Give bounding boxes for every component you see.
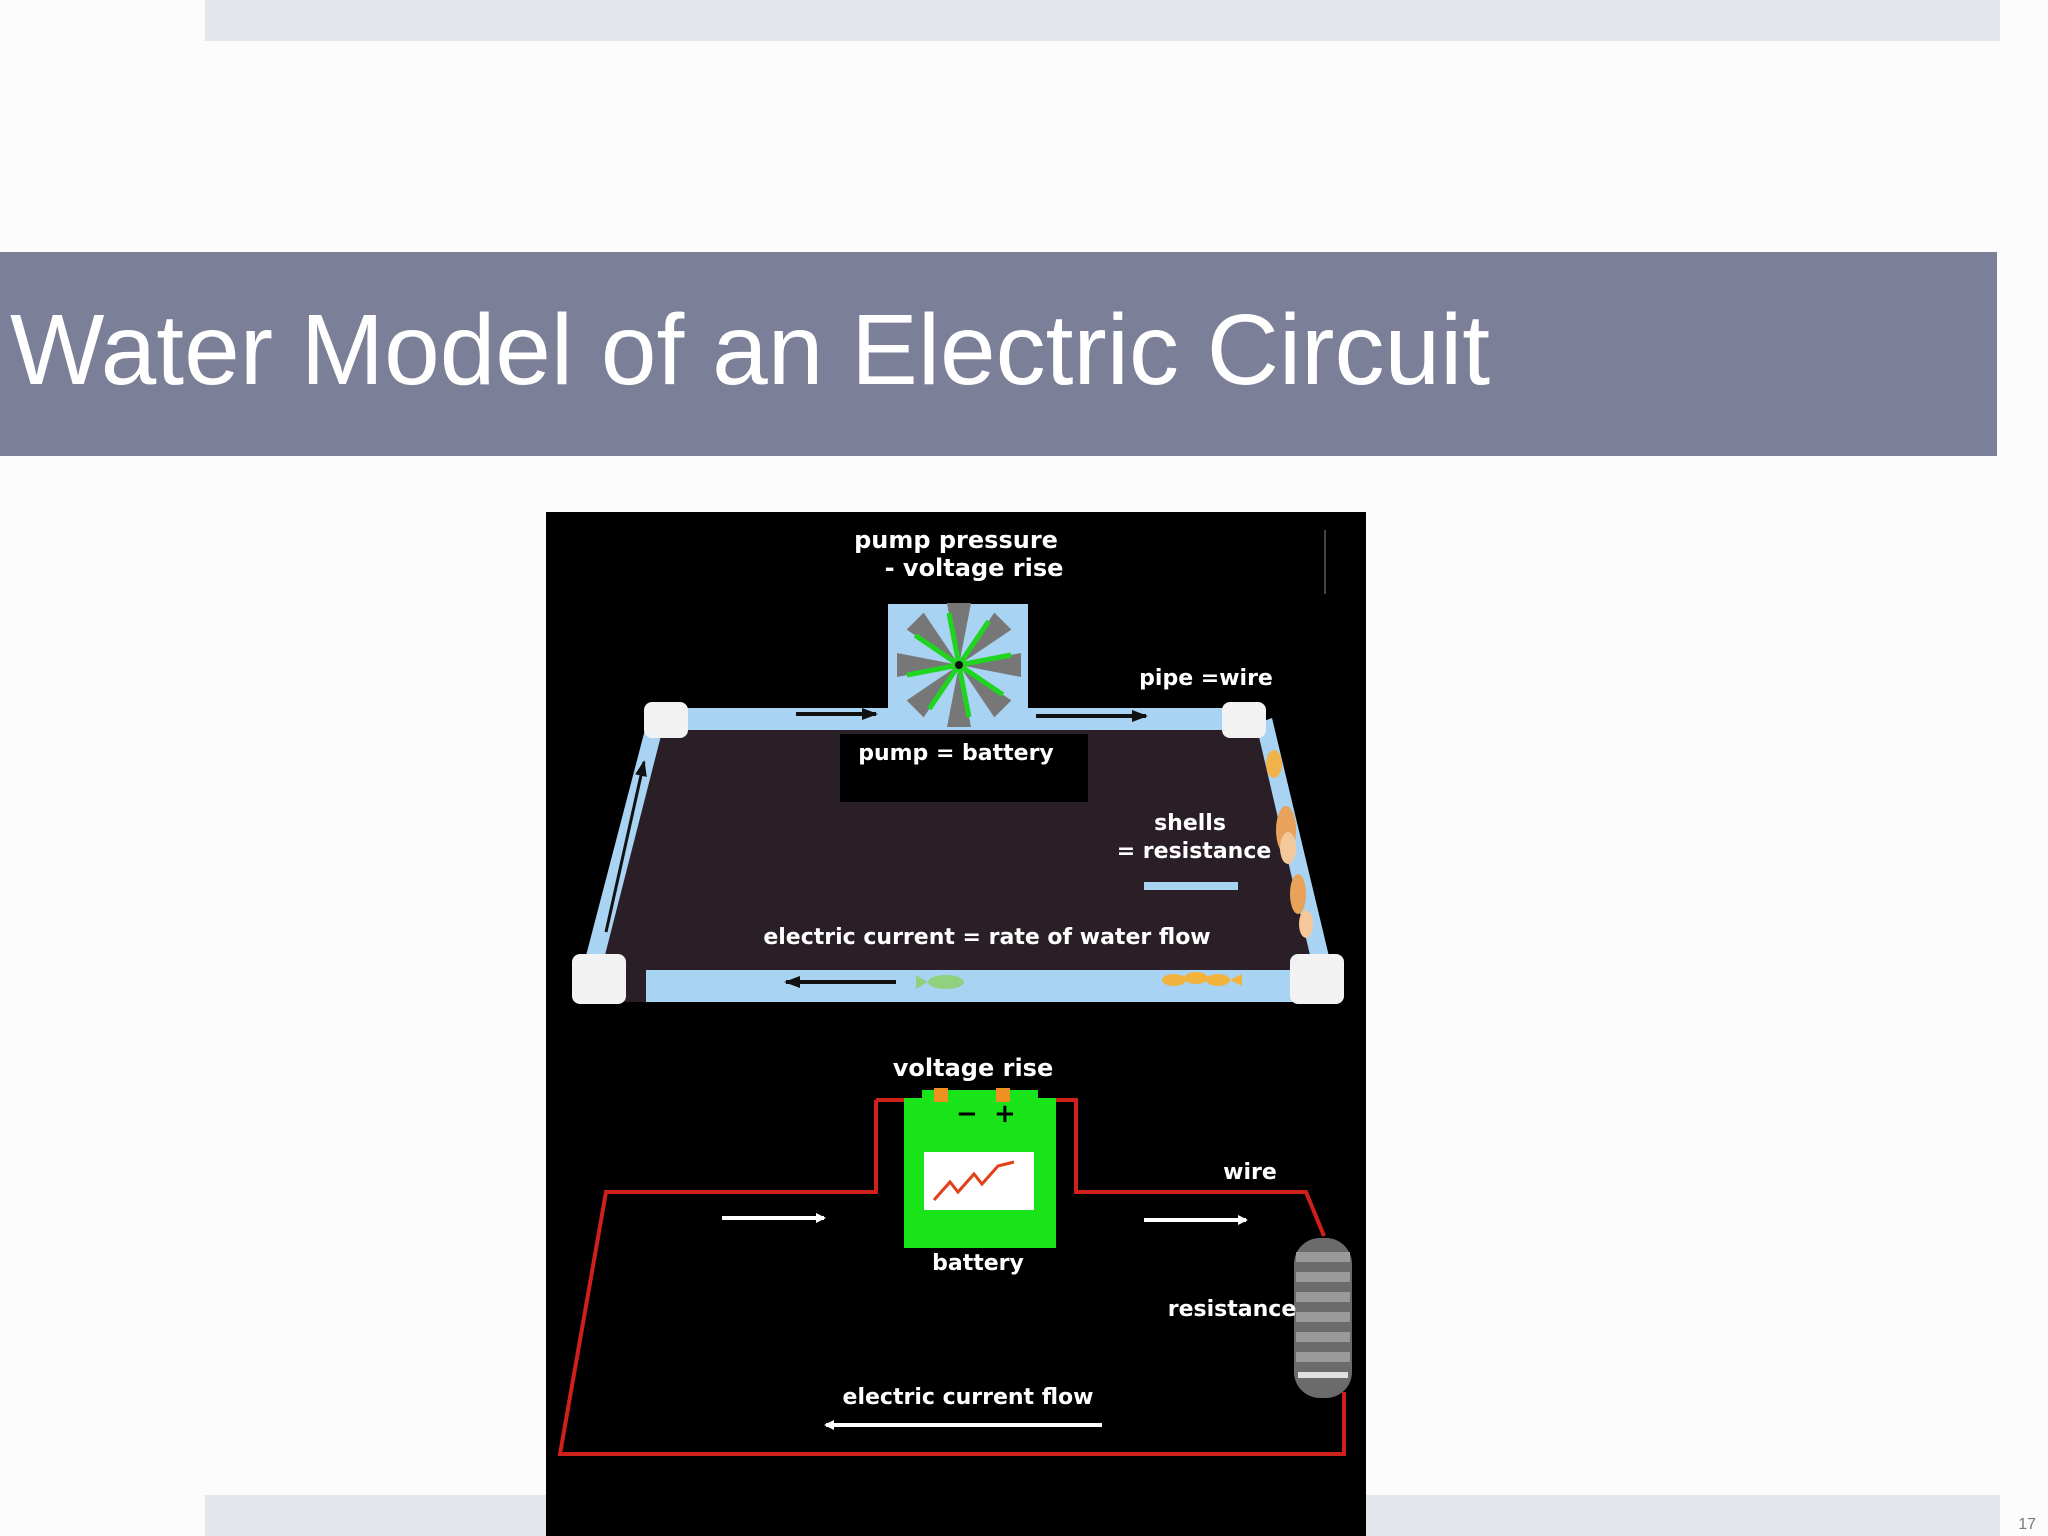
svg-text:−: − [956,1099,978,1129]
header-band [205,0,2000,41]
flow-arrow [604,760,647,933]
pipe-wire-label: pipe =wire [1139,666,1273,691]
voltage-rise-sub-label: - voltage rise [885,554,1064,582]
battery-label: battery [932,1251,1024,1276]
pump-icon [888,603,1028,727]
pump-battery-label-box [840,734,1088,802]
resistance-label: resistance [1168,1297,1297,1322]
pipe-corner [644,702,688,738]
resistance-bar [1144,882,1238,890]
circuit-diagram-figure: pump pressure - voltage rise pipe =wire … [546,512,1366,1536]
tank-floor [576,712,1334,1002]
shells-label: shells [1154,811,1226,836]
fish-school-icon [1162,972,1242,986]
circuit-wire [557,1100,1346,1456]
electric-current-flow-label: electric current flow [843,1385,1094,1410]
shell-icons [1266,750,1313,938]
pipe-left [576,718,664,998]
water-model: pump pressure - voltage rise pipe =wire … [572,526,1344,1004]
voltage-rise-label: voltage rise [893,1054,1053,1082]
pump-battery-label: pump = battery [858,741,1054,766]
pipe-corner [1222,702,1266,738]
shells-resistance-label: = resistance [1117,839,1272,864]
battery-icon: − + [904,1088,1056,1248]
page-number: 17 [2018,1516,2036,1533]
pump-pressure-label: pump pressure [854,526,1058,554]
circuit-model: − + voltage rise wire battery [557,1054,1352,1456]
pipe-bottom [646,970,1298,1002]
title-bar [0,252,1997,456]
fish-icon [916,975,964,989]
diagram-svg: pump pressure - voltage rise pipe =wire … [557,526,1352,1456]
pipe-right [1256,718,1338,998]
slide-title: Water Model of an Electric Circuit [10,294,1491,406]
svg-text:+: + [994,1099,1016,1129]
current-flow-rate-label: electric current = rate of water flow [763,925,1210,950]
pipe-corner [1290,954,1344,1004]
wire-label: wire [1223,1160,1277,1185]
pipe-corner [572,954,626,1004]
resistor-icon [1294,1238,1352,1398]
